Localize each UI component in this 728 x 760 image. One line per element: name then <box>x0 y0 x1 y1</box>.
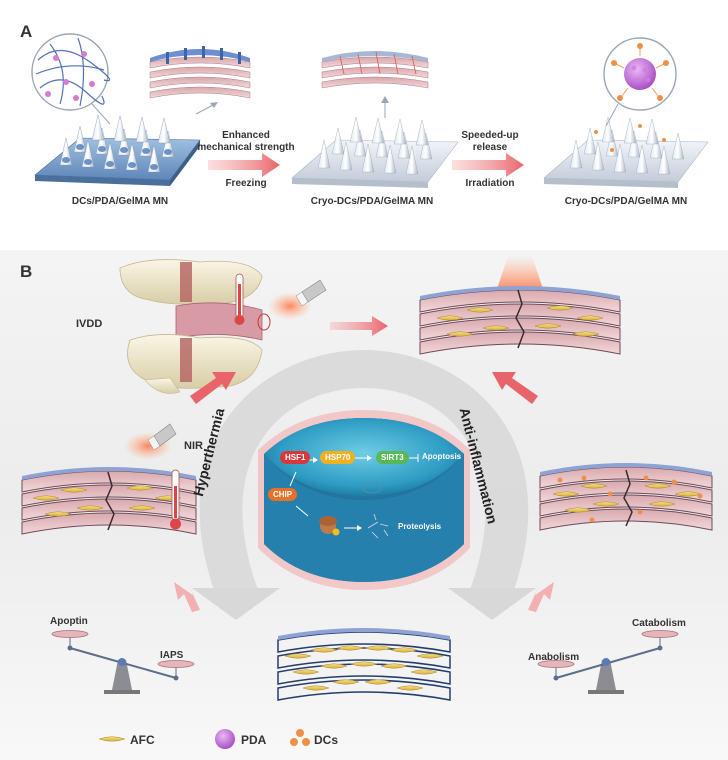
dcs-particles-icon <box>290 729 310 746</box>
arrow-to-defect <box>330 316 388 336</box>
arrow-to-hyperthermia <box>190 372 236 404</box>
apoptin-label: Apoptin <box>50 616 88 627</box>
iaps-label: IAPS <box>160 650 184 661</box>
annulus-defect <box>419 256 621 355</box>
mn1-caption: DCs/PDA/GelMA MN <box>71 196 169 207</box>
step2-bottom-label: Irradiation <box>465 178 515 189</box>
coated-layers-1 <box>149 46 251 115</box>
step1-bottom-label: Freezing <box>225 178 267 189</box>
mn2-patch <box>291 96 459 188</box>
catabolism-label: Catabolism <box>632 618 686 629</box>
nir-light-source-2 <box>124 423 177 460</box>
cell-illustration <box>258 410 470 590</box>
nir-label: NIR <box>184 440 203 452</box>
regenerated-annulus <box>277 628 451 701</box>
legend-afc-label: AFC <box>130 733 155 747</box>
mn2-caption: Cryo-DCs/PDA/GelMA MN <box>310 196 434 207</box>
pda-release-zoom <box>603 37 677 127</box>
panel-label-a: A <box>20 22 33 41</box>
mn3-patch <box>543 116 709 188</box>
mn3-caption: Cryo-DCs/PDA/GelMA MN <box>564 196 688 207</box>
arrow-to-anti-inflammation <box>492 372 538 404</box>
process-arc <box>192 350 536 620</box>
hsp70-node: HSP70 <box>320 451 356 464</box>
coated-layers-2 <box>321 51 429 89</box>
arrow-to-left-scale <box>174 582 200 612</box>
pda-sphere-icon <box>215 729 235 749</box>
anti-inflammation-disc <box>539 463 713 531</box>
hyperthermia-disc <box>21 467 197 535</box>
metabolism-balance-scale <box>537 630 679 694</box>
step1-top-label: Enhanced mechanical strength <box>197 130 295 153</box>
legend-icons <box>98 729 310 749</box>
legend-dcs-label: DCs <box>314 733 339 747</box>
apoptosis-balance-scale <box>51 630 195 694</box>
chip-node: CHIP <box>268 488 298 501</box>
step1-arrow <box>208 153 280 177</box>
proteolysis-label: Proteolysis <box>398 522 442 531</box>
panel-label-b: B <box>20 262 33 281</box>
anabolism-label: Anabolism <box>528 652 580 663</box>
step2-top-label: Speeded-up release <box>461 130 519 153</box>
nir-light-source-1 <box>268 279 327 320</box>
apoptosis-label: Apoptosis <box>422 452 462 461</box>
hydrogel-network-zoom <box>31 33 111 125</box>
panel-a-artwork <box>31 33 709 188</box>
step2-arrow <box>452 153 524 177</box>
mn1-patch <box>34 114 201 186</box>
sirt3-node: SIRT3 <box>376 451 409 464</box>
arrow-to-right-scale <box>528 582 554 612</box>
ivdd-label: IVDD <box>76 318 103 330</box>
hsf1-node: HSF1 <box>280 451 311 464</box>
legend-pda-label: PDA <box>241 733 267 747</box>
